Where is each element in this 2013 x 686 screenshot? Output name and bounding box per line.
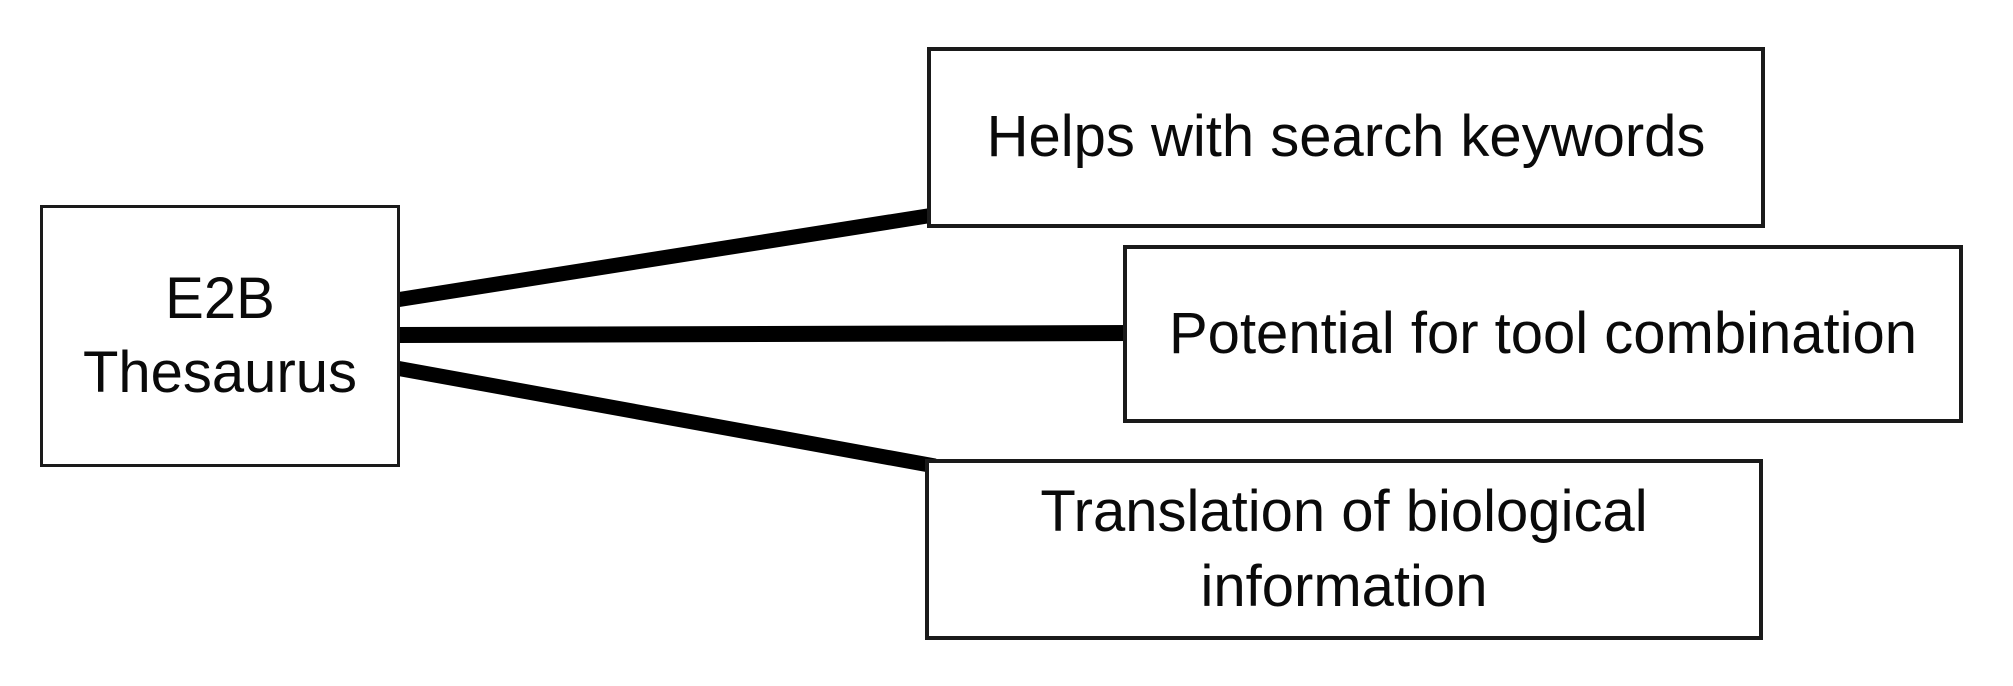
connector-line-root-to-keywords <box>394 206 942 308</box>
node-potential-for-tool-combination: Potential for tool combination <box>1123 245 1963 423</box>
node-e2b-thesaurus-label: E2B Thesaurus <box>82 265 358 405</box>
connector-line-root-to-translation <box>394 360 937 474</box>
node-helps-with-search-keywords: Helps with search keywords <box>927 47 1765 228</box>
node-translation-of-biological-information: Translation of biological information <box>925 459 1763 640</box>
connector-line-root-to-combination <box>395 325 1136 343</box>
node-potential-for-tool-combination-label: Potential for tool combination <box>1169 300 1917 366</box>
node-e2b-thesaurus: E2B Thesaurus <box>40 205 400 467</box>
node-helps-with-search-keywords-label: Helps with search keywords <box>986 104 1706 170</box>
node-translation-of-biological-information-label: Translation of biological information <box>1040 479 1648 619</box>
